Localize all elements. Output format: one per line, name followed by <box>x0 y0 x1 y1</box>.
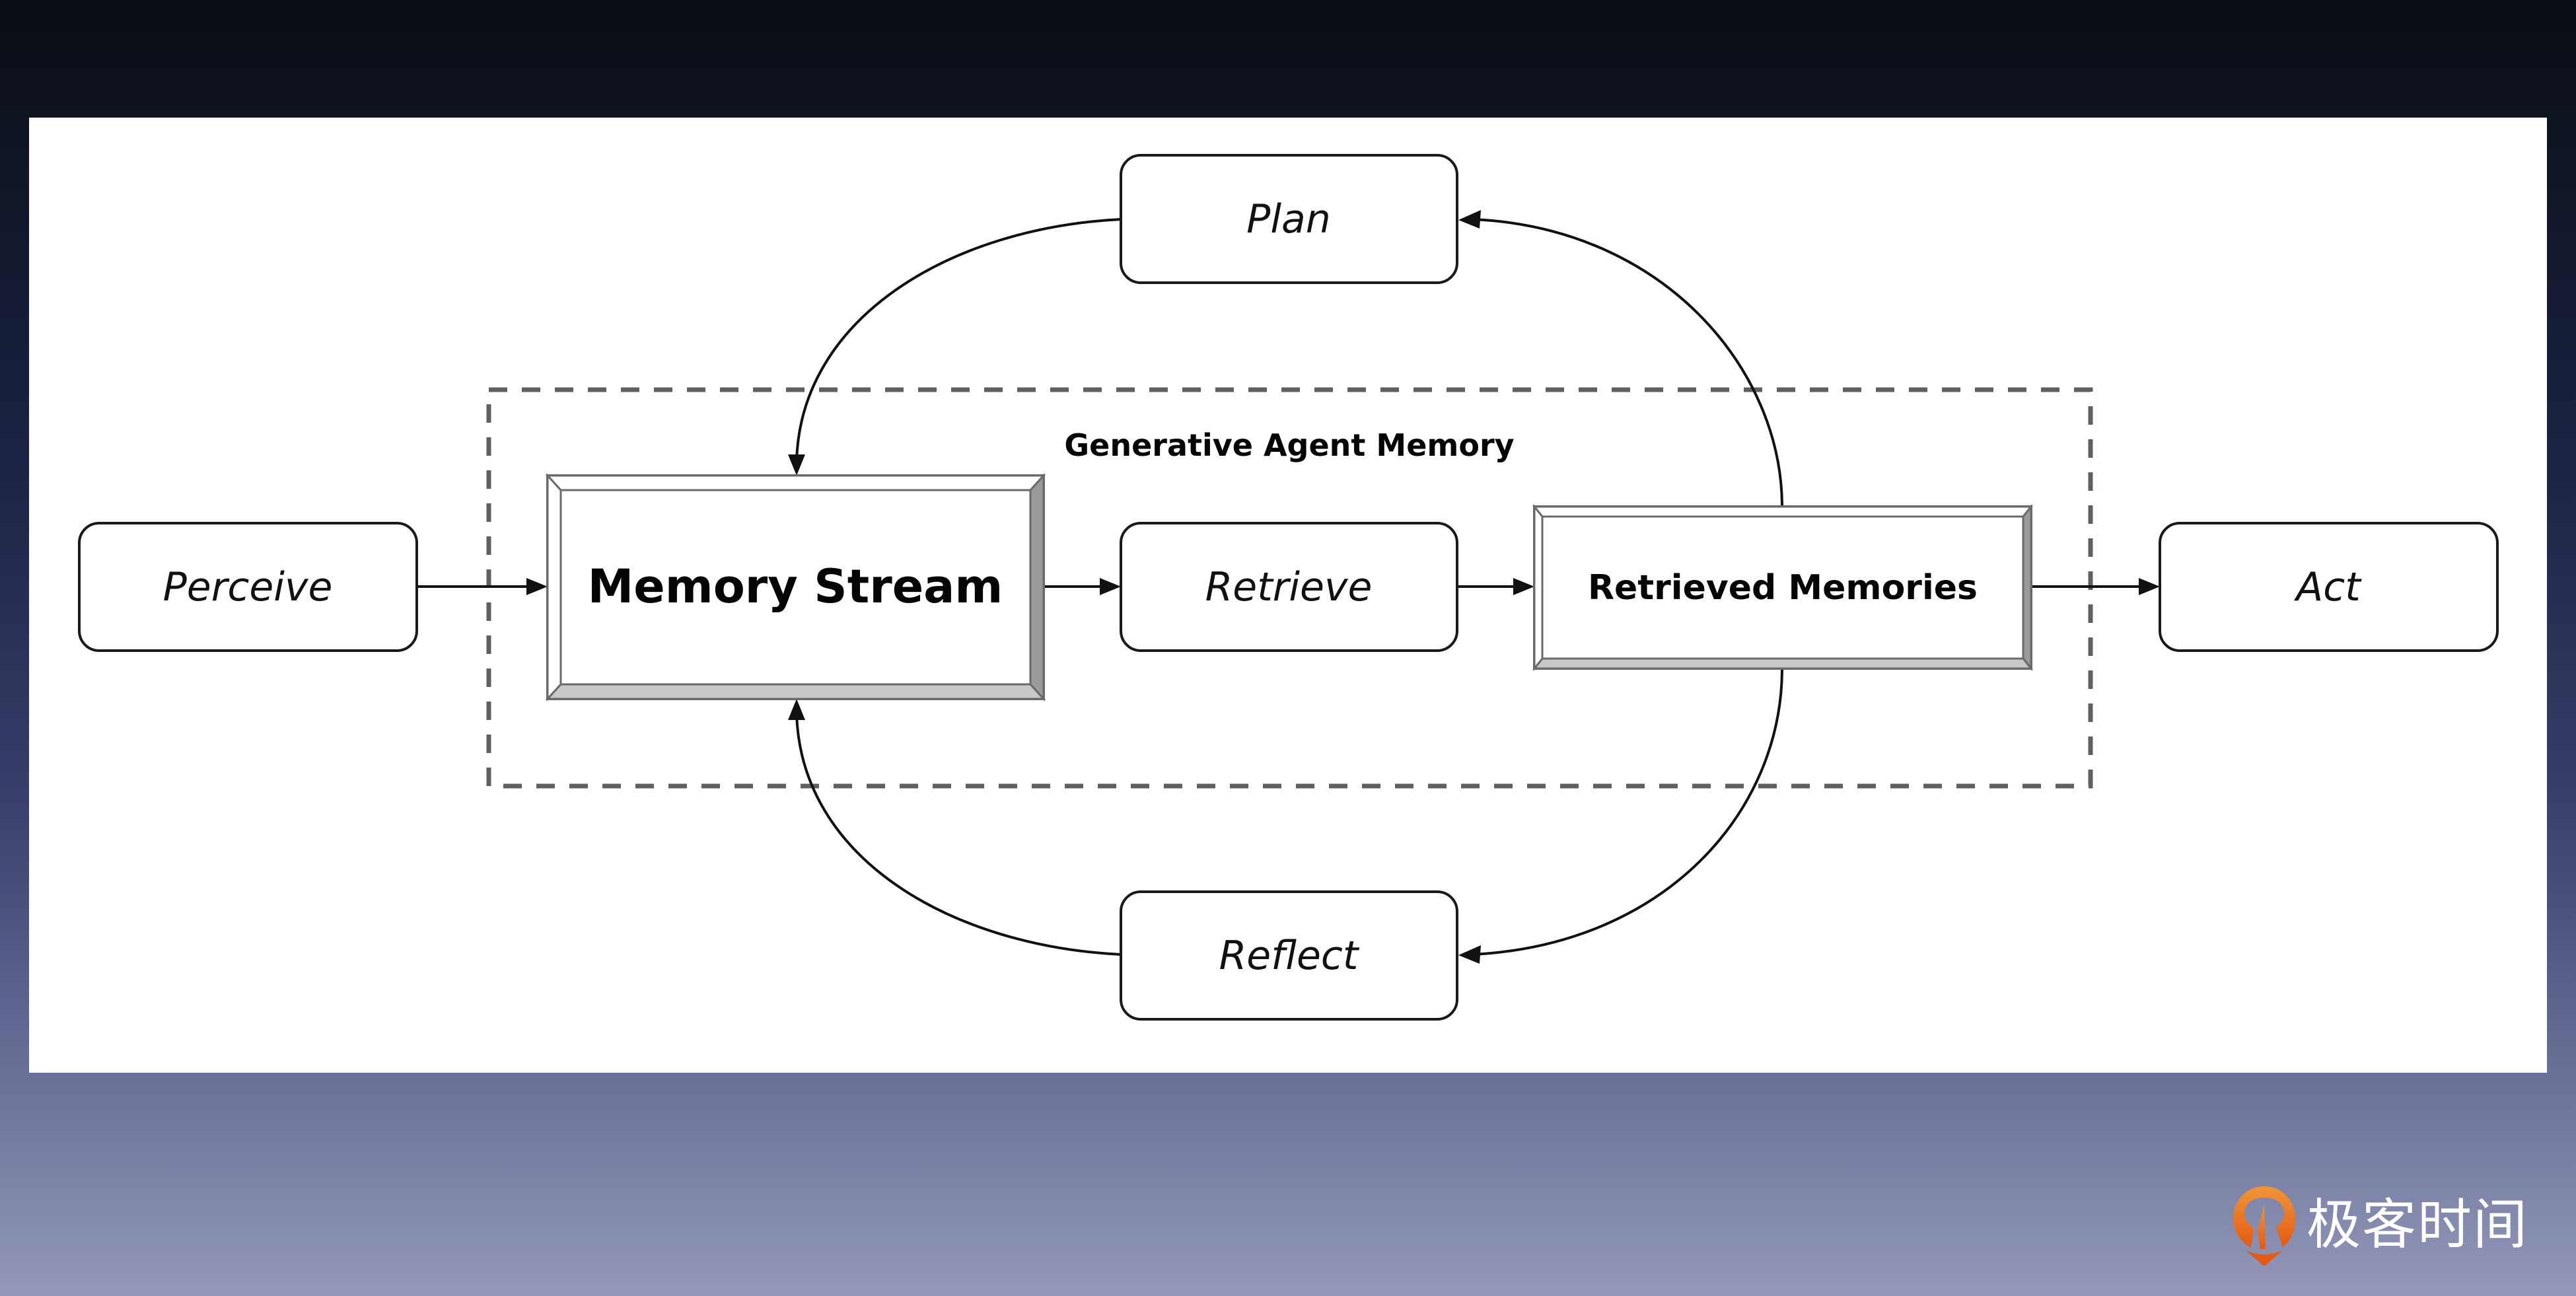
arrowhead-retrieve <box>1100 578 1121 595</box>
arrowhead-reflect <box>1458 945 1481 964</box>
geektime-pin-icon <box>2233 1186 2295 1266</box>
node-reflect: Reflect <box>1120 890 1458 1021</box>
node-retrieved-memories: Retrieved Memories <box>1532 503 2034 672</box>
arrowhead-plan <box>1458 210 1481 229</box>
node-perceive: Perceive <box>78 522 418 652</box>
edge-retrieved-to-plan <box>1472 218 1783 507</box>
node-reflect-label: Reflect <box>1219 933 1360 979</box>
node-memory-stream-label: Memory Stream <box>588 559 1003 614</box>
node-act: Act <box>2159 522 2499 652</box>
edge-retrieved-to-reflect <box>1472 668 1783 956</box>
arrowhead-memory-left <box>526 578 548 595</box>
node-plan: Plan <box>1120 154 1458 284</box>
node-retrieve: Retrieve <box>1120 522 1458 652</box>
node-memory-stream: Memory Stream <box>545 473 1046 702</box>
node-plan-label: Plan <box>1246 196 1331 242</box>
arrowhead-retrieved <box>1513 578 1534 595</box>
node-retrieved-memories-label: Retrieved Memories <box>1588 568 1978 608</box>
edge-plan-to-memory <box>795 218 1122 462</box>
arrowhead-memory-top <box>788 454 805 476</box>
node-retrieve-label: Retrieve <box>1205 564 1373 610</box>
edge-reflect-to-memory <box>795 713 1122 956</box>
node-act-label: Act <box>2293 564 2362 610</box>
arrowhead-memory-bottom <box>788 699 805 720</box>
geektime-logo-text: 极客时间 <box>2307 1194 2529 1256</box>
arrowhead-act <box>2139 578 2160 595</box>
node-perceive-label: Perceive <box>163 564 333 610</box>
container-title: Generative Agent Memory <box>1064 427 1514 463</box>
geektime-logo: 极客时间 <box>2231 1182 2528 1268</box>
